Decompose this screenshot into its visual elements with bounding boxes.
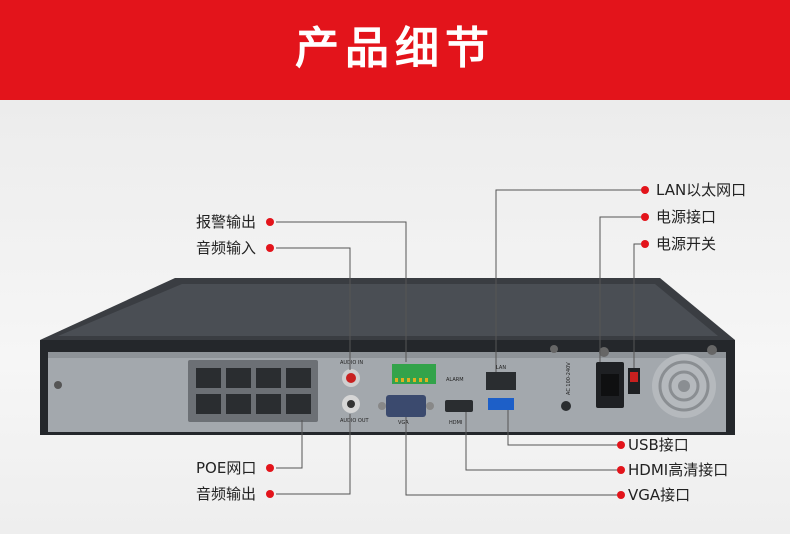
svg-text:AUDIO OUT: AUDIO OUT xyxy=(340,418,370,424)
label-alarm-out: 报警输出 xyxy=(196,213,257,231)
svg-text:HDMI: HDMI xyxy=(449,420,462,426)
page-title: 产品细节 xyxy=(295,23,495,74)
marker-dot-icon xyxy=(266,490,274,498)
marker-dot-icon xyxy=(617,441,625,449)
leader-alarm-out xyxy=(276,221,407,362)
marker-dot-icon xyxy=(641,240,649,248)
marker-dot-icon xyxy=(266,218,274,226)
svg-text:VGA: VGA xyxy=(398,420,409,426)
label-power-port: 电源接口 xyxy=(656,208,717,226)
label-power-switch: 电源开关 xyxy=(656,235,717,253)
marker-dot-icon xyxy=(617,491,625,499)
leader-power-switch xyxy=(633,243,641,368)
leader-hdmi xyxy=(465,412,620,471)
leader-power-port xyxy=(599,216,641,362)
leader-poe xyxy=(276,420,303,469)
label-lan: LAN以太网口 xyxy=(656,181,747,199)
svg-text:AC 100-240V: AC 100-240V xyxy=(566,362,572,395)
svg-text:AUDIO IN: AUDIO IN xyxy=(340,360,363,366)
label-vga: VGA接口 xyxy=(628,486,691,504)
header-banner: 产品细节 xyxy=(0,0,790,100)
label-audio-in: 音频输入 xyxy=(196,239,257,257)
leader-audio-out xyxy=(276,414,351,495)
leader-usb xyxy=(507,410,620,446)
label-poe: POE网口 xyxy=(196,459,257,477)
marker-dot-icon xyxy=(266,464,274,472)
lan-connector xyxy=(486,372,516,390)
usb-connector xyxy=(488,398,514,410)
svg-text:LAN: LAN xyxy=(496,365,506,371)
vga-connector xyxy=(386,395,426,417)
leader-vga xyxy=(405,417,620,496)
marker-dot-icon xyxy=(641,186,649,194)
marker-dot-icon xyxy=(617,466,625,474)
label-hdmi: HDMI高清接口 xyxy=(628,461,729,479)
leader-audio-in xyxy=(276,247,351,370)
hdmi-connector xyxy=(445,400,473,412)
label-audio-out: 音频输出 xyxy=(196,485,257,503)
marker-dot-icon xyxy=(641,213,649,221)
leader-lan xyxy=(495,189,641,372)
marker-dot-icon xyxy=(266,244,274,252)
svg-text:ALARM: ALARM xyxy=(446,377,464,383)
label-usb: USB接口 xyxy=(628,436,689,454)
rear-panel xyxy=(48,352,726,432)
